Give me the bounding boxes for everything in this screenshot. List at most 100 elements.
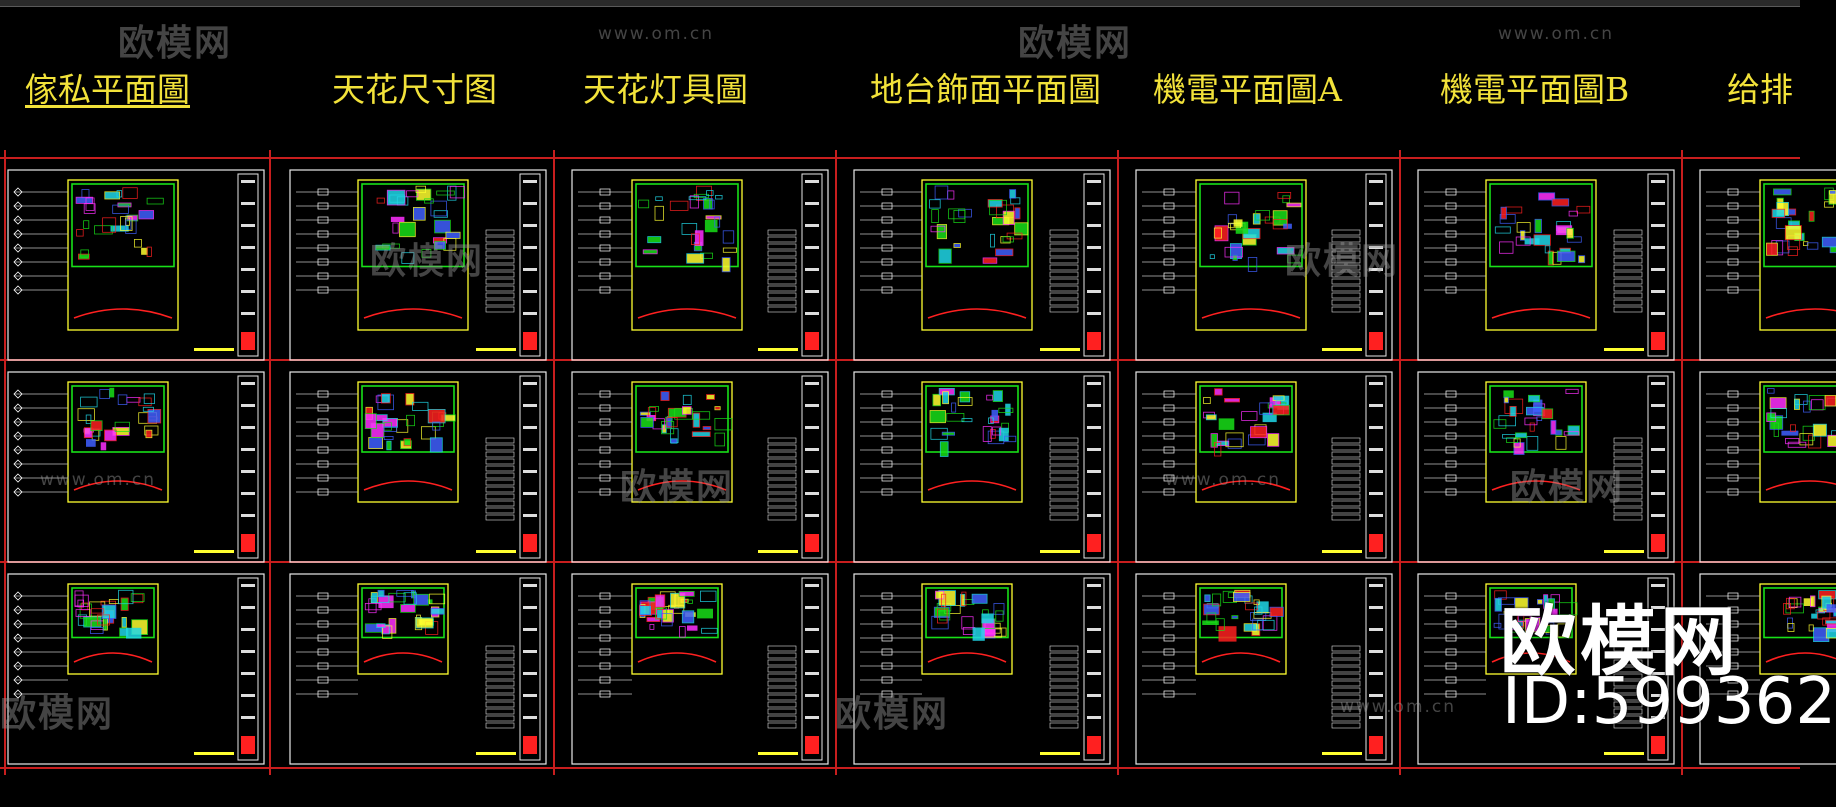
title-block-text: [241, 180, 255, 183]
floor-plan-detail: [1494, 226, 1511, 234]
annotation-tag: [13, 487, 23, 497]
legend-table-row: [1331, 645, 1361, 652]
floor-plan-detail: [990, 428, 996, 439]
floor-plan-outline: [631, 179, 743, 331]
annotation-tag: [13, 389, 23, 399]
annotation-tag: [881, 474, 893, 482]
legend-table-row: [1331, 278, 1361, 285]
floor-plan-detail: [1559, 602, 1578, 616]
floor-plan-detail: [390, 216, 405, 222]
floor-plan-detail: [1224, 246, 1244, 258]
title-block-text: [1087, 584, 1101, 587]
legend-table-row: [485, 666, 515, 673]
legend-table-row: [1331, 694, 1361, 701]
floor-plan-detail: [1526, 406, 1544, 416]
floor-plan-detail: [932, 393, 942, 407]
legend-table-row: [1331, 229, 1361, 236]
legend-table-row: [485, 257, 515, 264]
floor-plan-detail: [413, 593, 429, 606]
floor-plan-detail: [991, 409, 999, 421]
annotation-tag: [1445, 188, 1457, 196]
floor-plan-detail: [1247, 256, 1258, 272]
floor-plan-detail: [122, 187, 138, 199]
floor-plan-detail: [380, 393, 391, 404]
annotation-tag: [1163, 474, 1175, 482]
title-block-text: [523, 312, 537, 315]
title-block-text: [241, 492, 255, 495]
legend-table-row: [1613, 278, 1643, 285]
floor-plan-walls: [1763, 587, 1836, 639]
annotation-tag: [1727, 690, 1739, 698]
annotation-tag: [1163, 390, 1175, 398]
floor-plan-detail: [1803, 400, 1811, 413]
floor-plan-detail: [383, 435, 394, 440]
title-block-stamp: [805, 736, 819, 754]
title-block: [801, 577, 823, 761]
legend-table-row: [767, 458, 797, 465]
legend-table-row: [1049, 472, 1079, 479]
legend-table-row: [1049, 292, 1079, 299]
floor-plan-detail: [383, 426, 398, 432]
legend-table-row: [485, 479, 515, 486]
legend-table-row: [1613, 285, 1643, 292]
floor-plan-detail: [939, 610, 951, 621]
annotation-tag: [13, 229, 23, 239]
floor-plan-detail: [421, 248, 432, 258]
floor-plan-detail: [145, 429, 153, 439]
annotation-tag: [1727, 202, 1739, 210]
title-block: [1083, 577, 1105, 761]
annotation-tag: [1727, 662, 1739, 670]
legend-table-row: [1331, 687, 1361, 694]
legend-table-row: [1613, 271, 1643, 278]
title-block-text: [241, 382, 255, 385]
title-block-text: [523, 492, 537, 495]
floor-plan-detail: [1821, 595, 1832, 610]
floor-plan-walls: [71, 587, 155, 639]
annotation-tag: [1727, 474, 1739, 482]
floor-plan-outline: [357, 381, 459, 503]
floor-plan-detail: [992, 426, 1002, 436]
annotation-tag: [881, 634, 893, 642]
legend-table-row: [767, 715, 797, 722]
floor-plan-detail: [1203, 603, 1220, 616]
floor-plan-detail: [1002, 236, 1014, 243]
legend-table-row: [767, 701, 797, 708]
legend-table-row: [767, 659, 797, 666]
legend-table-row: [1331, 652, 1361, 659]
floor-plan-detail: [1259, 402, 1274, 415]
title-block-text: [1651, 448, 1665, 451]
title-block-text: [523, 584, 537, 587]
title-block-text: [805, 716, 819, 719]
annotation-tag: [1445, 202, 1457, 210]
legend-table-row: [1331, 715, 1361, 722]
floor-plan-detail: [692, 412, 701, 428]
floor-plan-detail: [682, 406, 692, 415]
floor-plan-outline: [67, 179, 179, 331]
floor-plan-detail: [1228, 222, 1242, 229]
annotation-tag: [1445, 474, 1457, 482]
title-block-text: [1087, 628, 1101, 631]
legend-table-row: [1049, 444, 1079, 451]
legend-table-row: [1613, 645, 1643, 652]
floor-plan-detail: [1214, 441, 1222, 457]
floor-plan-detail: [1509, 405, 1517, 417]
garden-curve: [927, 480, 1017, 491]
floor-plan-outline: [1485, 179, 1597, 331]
floor-plan-outline: [67, 583, 159, 675]
title-block-text: [1651, 716, 1665, 719]
floor-plan-detail: [1544, 245, 1551, 254]
annotation-tag: [1163, 230, 1175, 238]
floor-plan-detail: [1785, 437, 1800, 445]
floor-plan-detail: [368, 437, 384, 450]
floor-plan-detail: [947, 190, 955, 200]
floor-plan-detail: [406, 414, 416, 427]
legend-table-row: [1613, 292, 1643, 299]
legend-table-row: [1331, 271, 1361, 278]
annotation-tag: [1727, 216, 1739, 224]
annotation-tag: [599, 286, 611, 294]
scale-bar: [476, 752, 516, 755]
legend-table-row: [767, 257, 797, 264]
legend-table-row: [1331, 673, 1361, 680]
